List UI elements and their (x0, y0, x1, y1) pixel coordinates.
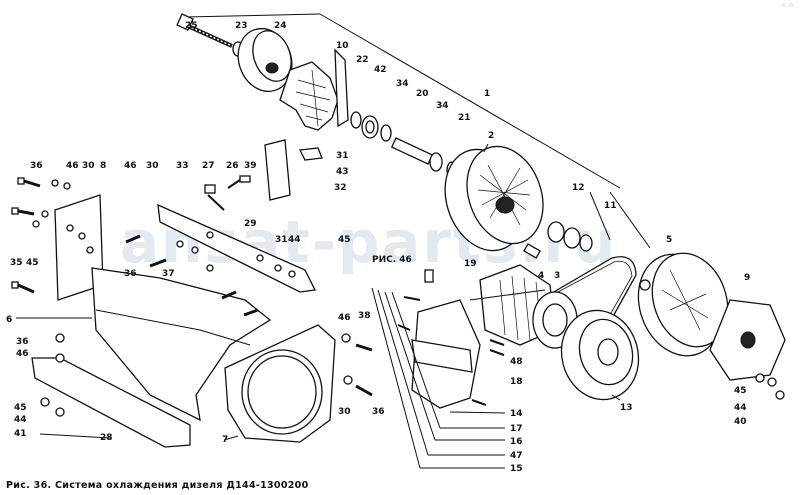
bolts-left (11, 177, 71, 294)
callout-11: 11 (604, 201, 617, 211)
callout-44b: 44 (14, 415, 27, 425)
callout-19: 19 (464, 259, 477, 269)
bolts-14 (40, 269, 505, 417)
callout-31b: 31 (275, 235, 288, 245)
callout-ris46: РИС. 46 (372, 255, 412, 265)
callout-3: 3 (554, 271, 560, 281)
callout-13: 13 (620, 403, 633, 413)
callout-40: 40 (734, 417, 747, 427)
callout-30a: 30 (82, 161, 95, 171)
leader-lines (16, 143, 651, 469)
callout-43: 43 (336, 167, 349, 177)
cover-5 (637, 252, 729, 357)
callout-20: 20 (416, 89, 429, 99)
callout-48: 48 (510, 357, 523, 367)
callout-36c: 36 (16, 337, 29, 347)
bearing-12a (547, 221, 565, 243)
callout-41: 41 (14, 429, 27, 439)
callout-28: 28 (100, 433, 113, 443)
callout-42: 42 (374, 65, 387, 75)
bolt-25 (176, 13, 233, 48)
callout-12: 12 (572, 183, 585, 193)
callout-37: 37 (162, 269, 175, 279)
callout-36d: 36 (372, 407, 385, 417)
callout-36b: 36 (124, 269, 137, 279)
bracket-14 (411, 299, 481, 409)
callout-labels: 25 23 24 10 22 42 34 1 20 34 21 2 31 43 … (6, 21, 750, 474)
callout-16: 16 (510, 437, 523, 447)
shroud-6 (91, 267, 272, 422)
callout-46a: 46 (66, 161, 79, 171)
washer-22 (350, 111, 362, 129)
watermark: ansat-parts.ru (120, 208, 617, 276)
generator-4 (479, 264, 578, 349)
callout-9: 9 (744, 273, 750, 283)
figure-caption: Рис. 36. Система охлаждения дизеля Д144-… (6, 480, 309, 491)
callout-46b: 46 (124, 161, 137, 171)
callout-25: 25 (185, 21, 198, 31)
ring-34b (429, 152, 443, 172)
callout-14: 14 (510, 409, 523, 419)
callout-46d: 46 (338, 313, 351, 323)
small-parts-top (204, 139, 323, 211)
callout-6: 6 (6, 315, 12, 325)
bolts-middle (125, 234, 296, 317)
pulley-24 (237, 27, 293, 93)
callout-36a: 36 (30, 161, 43, 171)
cap-11 (639, 279, 651, 291)
callout-44a: 44 (288, 235, 301, 245)
callout-31: 31 (336, 151, 349, 161)
callout-7: 7 (222, 435, 228, 445)
callout-39: 39 (244, 161, 257, 171)
callout-23: 23 (235, 21, 248, 31)
callout-45a: 45 (26, 258, 39, 268)
callout-24: 24 (274, 21, 287, 31)
callout-32: 32 (334, 183, 347, 193)
fan-10 (279, 48, 349, 131)
callout-4: 4 (538, 271, 544, 281)
callout-35: 35 (10, 258, 23, 268)
callout-26: 26 (226, 161, 239, 171)
callout-22: 22 (356, 55, 369, 65)
callout-47: 47 (510, 451, 523, 461)
ring-34 (380, 124, 392, 142)
callout-38: 38 (358, 311, 371, 321)
shaft-20 (390, 137, 434, 165)
callout-33: 33 (176, 161, 189, 171)
callout-46c: 46 (16, 349, 29, 359)
pulley-housing-2 (444, 145, 544, 252)
callout-45b: 45 (338, 235, 351, 245)
callout-30c: 30 (338, 407, 351, 417)
callout-45c: 45 (14, 403, 27, 413)
callout-1: 1 (484, 89, 490, 99)
callout-27: 27 (202, 161, 215, 171)
callout-5: 5 (666, 235, 672, 245)
callout-2: 2 (488, 131, 494, 141)
callout-30b: 30 (146, 161, 159, 171)
callout-29: 29 (244, 219, 257, 229)
callout-44c: 44 (734, 403, 747, 413)
callout-8: 8 (100, 161, 106, 171)
callout-45d: 45 (734, 386, 747, 396)
shroud-ring-7 (224, 324, 336, 443)
callout-15: 15 (510, 464, 523, 474)
callout-34a: 34 (396, 79, 409, 89)
callout-18: 18 (510, 377, 523, 387)
bearing-12b (563, 227, 581, 249)
pulley-13 (560, 309, 640, 401)
corner-mark: ☆ ☆ (781, 2, 794, 9)
callout-17: 17 (510, 424, 523, 434)
callout-21: 21 (458, 113, 471, 123)
callout-10: 10 (336, 41, 349, 51)
callout-34b: 34 (436, 101, 449, 111)
